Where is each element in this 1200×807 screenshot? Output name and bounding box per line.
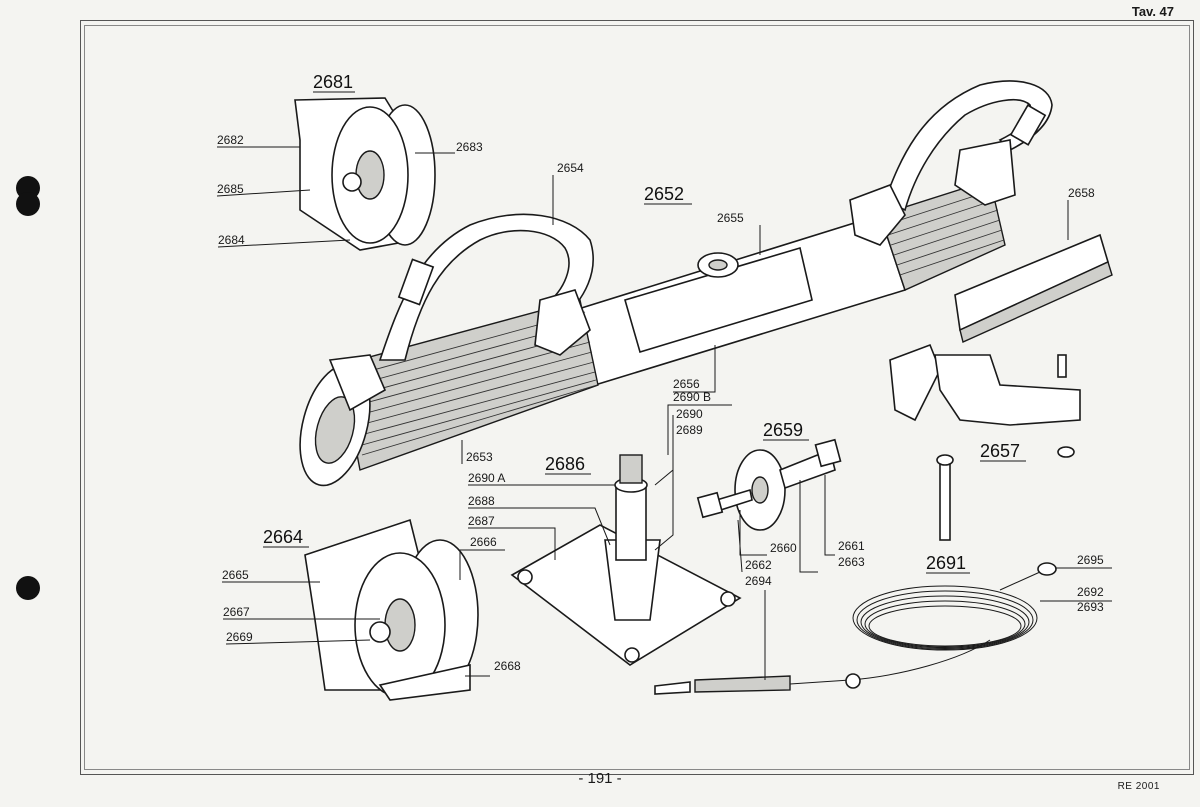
label-2682: 2682: [217, 133, 244, 147]
label-2664: 2664: [263, 527, 303, 547]
label-2652: 2652: [644, 184, 684, 204]
pivot-mount-2686-drawing: [510, 454, 742, 666]
label-2687: 2687: [468, 514, 495, 528]
pulley-2659-drawing: [696, 438, 842, 531]
label-2663: 2663: [838, 555, 865, 569]
bracket-2657-drawing: [889, 343, 1081, 541]
strut-assembly-drawing: [299, 80, 1053, 487]
frame-border-outer: [80, 20, 1194, 775]
punch-hole-bottom: [16, 576, 40, 600]
label-2684: 2684: [218, 233, 245, 247]
turnbuckle-2694-drawing: [654, 639, 991, 695]
label-2685: 2685: [217, 182, 244, 196]
label-2692: 2692: [1077, 585, 1104, 599]
page-number: - 191 -: [578, 770, 622, 787]
label-2653: 2653: [466, 450, 493, 464]
label-2668: 2668: [494, 659, 521, 673]
label-2656: 2656: [673, 377, 700, 391]
page-title: Tav. 47: [1131, 4, 1174, 19]
pulley-bracket-2681-drawing: [294, 97, 436, 251]
label-2666: 2666: [470, 535, 497, 549]
document-code: RE 2001: [1117, 781, 1160, 792]
label-2689: 2689: [676, 423, 703, 437]
label-2695: 2695: [1077, 553, 1104, 567]
label-2661: 2661: [838, 539, 865, 553]
punch-hole-top-b: [16, 192, 40, 216]
label-2691: 2691: [926, 553, 966, 573]
label-2693: 2693: [1077, 600, 1104, 614]
label-2681: 2681: [313, 72, 353, 92]
label-2667: 2667: [223, 605, 250, 619]
label-2683: 2683: [456, 140, 483, 154]
label-2686: 2686: [545, 454, 585, 474]
label-2662: 2662: [745, 558, 772, 572]
cable-coil-2691-drawing: [852, 562, 1057, 651]
pulley-bracket-2664-drawing: [304, 518, 479, 701]
label-2654: 2654: [557, 161, 584, 175]
plate-2658-drawing: [954, 233, 1113, 343]
label-2657: 2657: [980, 441, 1020, 461]
label-2665: 2665: [222, 568, 249, 582]
label-2660: 2660: [770, 541, 797, 555]
label-2659: 2659: [763, 420, 803, 440]
label-2690: 2690: [676, 407, 703, 421]
leader-lines: [216, 146, 1112, 680]
label-2688: 2688: [468, 494, 495, 508]
label-2655: 2655: [717, 211, 744, 225]
label-2690a: 2690 A: [468, 471, 505, 485]
label-2694: 2694: [745, 574, 772, 588]
label-2669: 2669: [226, 630, 253, 644]
label-2690b: 2690 B: [673, 390, 711, 404]
frame-border-inner: [84, 25, 1190, 770]
label-2658: 2658: [1068, 186, 1095, 200]
